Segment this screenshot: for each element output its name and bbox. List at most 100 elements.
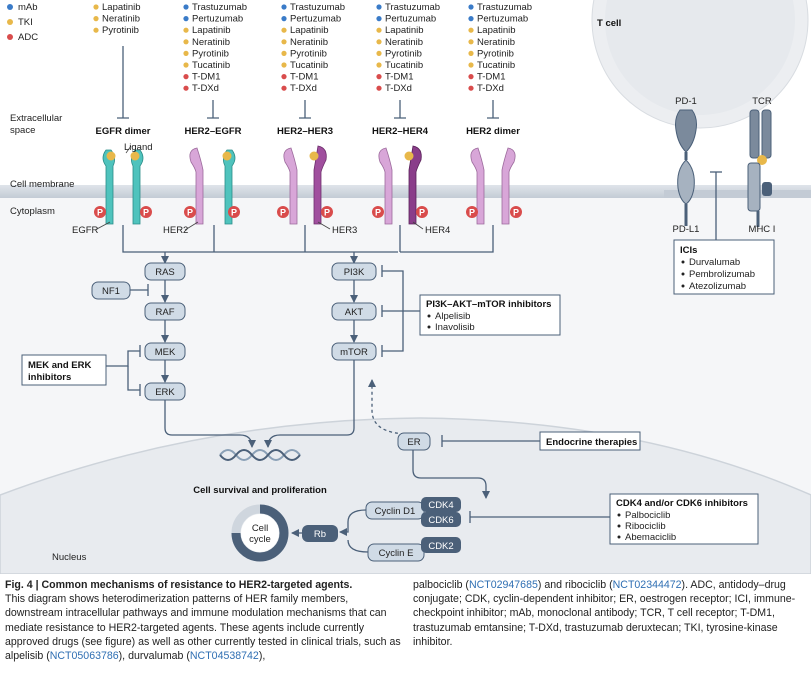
drug-name: Pertuzumab [385, 14, 436, 25]
caption-link-nct05063786[interactable]: NCT05063786 [49, 650, 119, 663]
caption-text-6: ). ADC, antidody–drug conjugate; CDK, cy… [413, 579, 796, 648]
drug-type-dot [468, 4, 474, 10]
legend-tki-label: TKI [18, 17, 33, 28]
cdk2-label: CDK2 [428, 541, 453, 552]
cyclin-d1-to-rb [339, 509, 367, 536]
drug-type-dot [93, 4, 99, 10]
phosphate-icon [94, 206, 106, 218]
cell-membrane-label: Cell membrane [10, 179, 74, 190]
drug-name: T-DXd [477, 83, 504, 94]
immune-synapse: PD-1 PD-L1 TCR MHC I ICIs Durvalumab Pem… [673, 96, 775, 295]
caption-title: Fig. 4 | Common mechanisms of resistance… [5, 579, 353, 591]
cdk6-label: CDK6 [428, 515, 453, 526]
akt-label: AKT [345, 307, 364, 318]
drug-name: T-DM1 [290, 72, 319, 83]
caption-text-2: ), durvalumab ( [118, 650, 190, 663]
pdl1-label: PD-L1 [673, 224, 700, 235]
tcr-chain-a [749, 109, 760, 159]
cdk4-node [421, 497, 461, 512]
phosphate-label: P [143, 208, 149, 218]
endocrine-box [539, 431, 641, 451]
nucleus-area [0, 417, 811, 574]
drug-type-dot [183, 39, 189, 45]
pi3k-box-item-2: Inavolisib [435, 322, 475, 333]
phosphate-label: P [469, 208, 475, 218]
egfr-pointer [94, 221, 111, 231]
ligand-icon [222, 151, 232, 161]
t-cell-label: T cell [597, 18, 621, 29]
pathway-diagram: mAb TKI ADC LapatinibNeratinibPyrotinibT… [0, 0, 811, 574]
cdk4-label: CDK4 [428, 500, 453, 511]
drug-name: Trastuzumab [477, 2, 532, 13]
ici-box-item-2: Pembrolizumab [689, 269, 755, 280]
tcr-label: TCR [752, 96, 772, 107]
pi3k-label: PI3K [344, 267, 365, 278]
phosphate-label: P [187, 208, 193, 218]
ligand-pointer [125, 145, 132, 154]
pi3k-inhibitor-box: PI3K–AKT–mTOR inhibitors Alpelisib Inavo… [419, 294, 561, 336]
bullet-icon [681, 272, 685, 276]
caption-link-nct04538742[interactable]: NCT04538742 [189, 650, 259, 663]
bullet-icon [681, 284, 685, 288]
drug-name: Pyrotinib [102, 25, 139, 36]
erk-inhibitor-line [127, 366, 141, 396]
nf1-label: NF1 [102, 286, 120, 297]
dna-helix-icon [219, 449, 301, 461]
mhc-beta2m [762, 182, 772, 196]
drug-type-dot [376, 39, 382, 45]
receptor-dimers: Ligand [102, 142, 516, 225]
nf1-inhibits-raf [130, 284, 149, 296]
mtor-node [331, 342, 377, 361]
her2-receptor-left [470, 147, 485, 225]
drug-name: Pyrotinib [385, 48, 422, 59]
pi3k-box [419, 294, 561, 336]
drug-type-dot [183, 50, 189, 57]
legend-tki-dot [7, 19, 13, 25]
phosphate-icon [321, 206, 333, 218]
cell-cycle-label-1: Cell [252, 523, 268, 534]
raf-label: RAF [156, 307, 175, 318]
egfr-dimer: Ligand [102, 142, 153, 225]
phosphate-icon [372, 206, 384, 218]
drug-type-dot [376, 4, 382, 10]
mhc-alpha [747, 162, 761, 212]
drug-name: Lapatinib [290, 25, 329, 36]
cdk-box [609, 493, 759, 545]
ligand-icon [130, 151, 140, 161]
cyclin-d1-label: Cyclin D1 [375, 506, 416, 517]
her2-receptor [378, 147, 393, 225]
dimer-egfr-label: EGFR dimer [96, 126, 151, 137]
drug-name: Neratinib [290, 37, 328, 48]
drug-name: Lapatinib [102, 2, 141, 13]
phosphate-icon [466, 206, 478, 218]
akt-inhibitor-line [381, 305, 403, 317]
cell-cycle-center [241, 514, 279, 552]
space-label: space [10, 125, 35, 136]
phosphate-label: P [419, 208, 425, 218]
antigen-icon [757, 155, 767, 165]
drug-name: Trastuzumab [385, 2, 440, 13]
bullet-icon [681, 260, 685, 264]
drug-type-dot [183, 4, 189, 10]
caption-link-nct02947685[interactable]: NCT02947685 [468, 579, 538, 591]
ici-box-title: ICIs [680, 245, 697, 256]
caption-link-nct02344472[interactable]: NCT02344472 [612, 579, 682, 591]
arrow-erk-to-nucleus [164, 400, 256, 448]
drug-name: Lapatinib [192, 25, 231, 36]
signalling-nodes: RAS NF1 RAF MEK ERK PI3K AKT mTOR ER Cyc… [91, 262, 461, 562]
rb-node [302, 525, 338, 542]
cell-cycle-label-2: cycle [249, 534, 271, 545]
endocrine-title: Endocrine therapies [546, 437, 637, 448]
drug-name: T-DXd [290, 83, 317, 94]
ici-box-item-1: Durvalumab [689, 257, 740, 268]
mek-node [144, 342, 186, 361]
caption-right-column: palbociclib (NCT02947685) and ribociclib… [413, 578, 808, 649]
drug-type-dot [376, 16, 382, 22]
cdk-box-title: CDK4 and/or CDK6 inhibitors [616, 498, 748, 509]
drug-type-dot [376, 62, 382, 68]
drug-name: Neratinib [192, 37, 230, 48]
ras-node [144, 262, 186, 281]
mek-erk-title-1: MEK and ERK [28, 360, 91, 371]
drug-type-dot [281, 39, 287, 45]
